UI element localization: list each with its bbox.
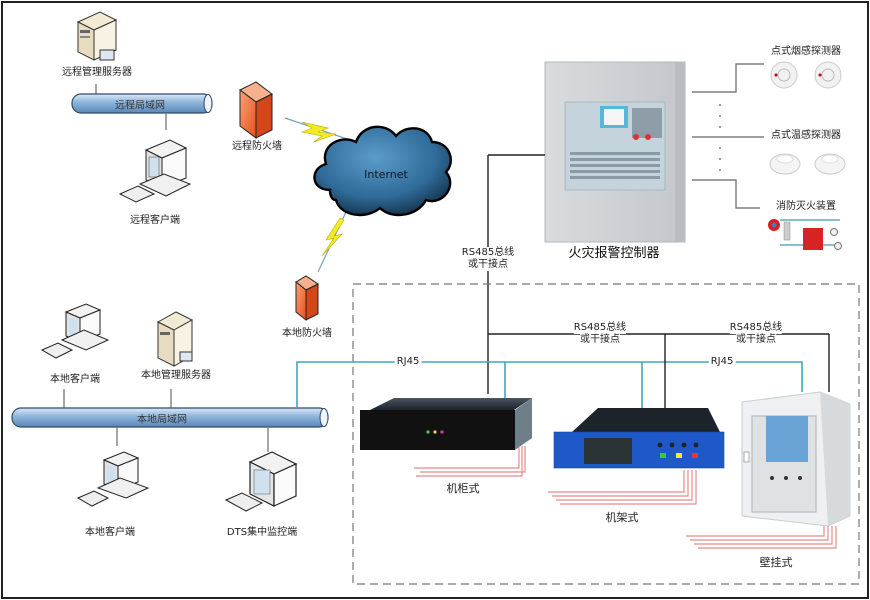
rj45-wiring xyxy=(296,361,803,408)
rj45-right-label: RJ45 xyxy=(708,356,736,368)
extinguisher-device-icon xyxy=(768,219,842,250)
local-lan-label: 本地局域网 xyxy=(137,414,187,426)
remote-lan-label: 远程局域网 xyxy=(115,100,165,112)
rj45-left-label: RJ45 xyxy=(394,356,422,368)
smoke-detector-label: 点式烟感探测器 xyxy=(771,46,841,57)
panel-bus-label-1: RS485总线 xyxy=(461,247,515,259)
ellipsis-dots xyxy=(719,104,721,171)
internet-label: Internet xyxy=(364,168,408,181)
local-firewall-icon xyxy=(295,275,319,322)
remote-server-label: 远程管理服务器 xyxy=(62,67,132,78)
remote-server-icon xyxy=(76,11,118,61)
on-site-boundary xyxy=(352,283,860,585)
cabinet-fiber xyxy=(414,446,526,477)
dts-monitor-label: DTS集中监控端 xyxy=(226,527,298,538)
wall-device xyxy=(741,391,851,527)
cabinet-label: 机柜式 xyxy=(446,482,480,495)
internet-cloud-icon xyxy=(313,125,452,217)
heat-detector-label: 点式温感探测器 xyxy=(771,130,841,141)
smoke-detector-icon xyxy=(770,61,842,89)
rs485-mid-label-1: RS485总线 xyxy=(573,322,627,334)
rs485-mid-label-2: 或干接点 xyxy=(580,334,620,346)
fire-panel-label: 火灾报警控制器 xyxy=(568,246,660,261)
dts-monitor-icon xyxy=(224,451,298,512)
wall-fiber xyxy=(686,526,837,549)
rack-fiber xyxy=(548,470,697,505)
local-client-top-label: 本地客户端 xyxy=(50,374,100,385)
fire-alarm-controller xyxy=(544,61,686,243)
lightning-remote-icon xyxy=(284,117,351,143)
local-server-icon xyxy=(156,311,194,367)
heat-detector-icon xyxy=(769,153,846,175)
local-lan-pipe xyxy=(11,407,329,428)
panel-bus-label-2: 或干接点 xyxy=(468,259,508,271)
local-client-bottom-label: 本地客户端 xyxy=(85,527,135,538)
remote-lan-pipe xyxy=(71,93,213,114)
rack-label: 机架式 xyxy=(605,511,639,524)
cabinet-device xyxy=(360,398,532,450)
remote-firewall-icon xyxy=(239,81,273,139)
extinguisher-label: 消防灭火装置 xyxy=(776,201,836,212)
local-client-top-icon xyxy=(40,303,110,359)
local-firewall-label: 本地防火墙 xyxy=(282,328,332,339)
remote-client-icon xyxy=(118,139,192,203)
detector-wiring xyxy=(692,63,764,209)
local-client-bottom-icon xyxy=(76,451,150,507)
remote-firewall-label: 远程防火墙 xyxy=(232,141,282,152)
remote-client-label: 远程客户端 xyxy=(130,215,180,226)
local-server-label: 本地管理服务器 xyxy=(141,370,211,381)
rs485-right-label-1: RS485总线 xyxy=(729,322,783,334)
wall-label: 壁挂式 xyxy=(759,556,793,569)
lightning-local-icon xyxy=(317,211,347,273)
rs485-right-label-2: 或干接点 xyxy=(736,334,776,346)
rack-device xyxy=(553,408,725,469)
